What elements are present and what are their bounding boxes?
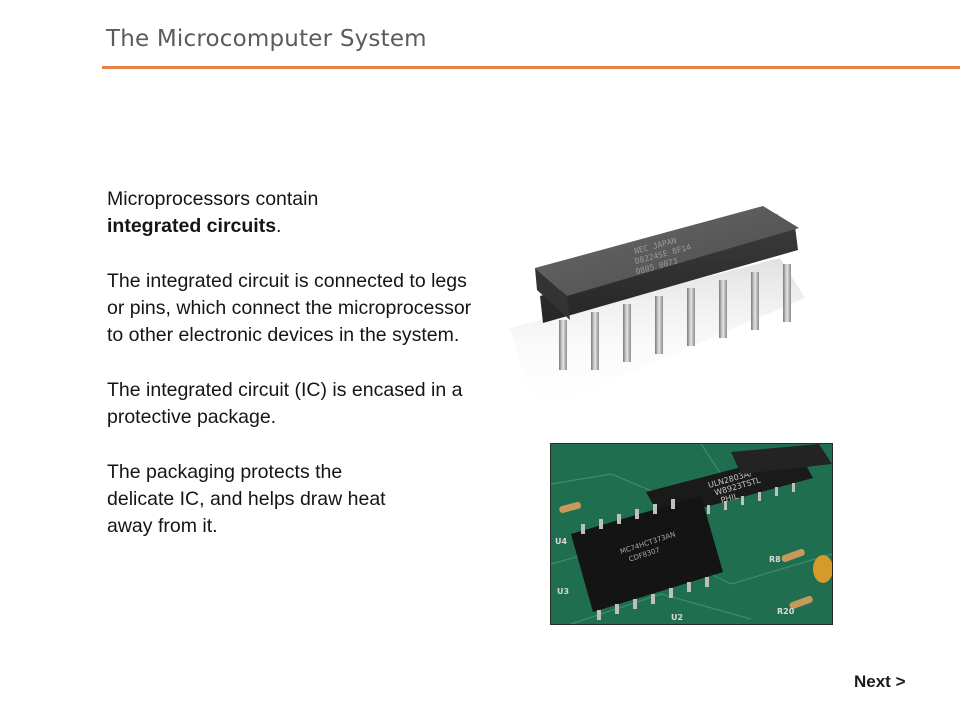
paragraph-package: The integrated circuit (IC) is encased i…	[107, 379, 463, 428]
chip-body-front	[535, 268, 570, 320]
paragraph-heat: The packaging protects the delicate IC, …	[107, 461, 386, 537]
board-resistor	[781, 548, 805, 563]
board-resistor	[789, 595, 813, 610]
board-label-r20: R20	[777, 607, 795, 616]
board-chip-lower: MC74HCT373AN CDF8307	[571, 496, 723, 620]
chip-body-top	[535, 206, 799, 296]
paragraph-pins: The integrated circuit is connected to l…	[107, 270, 472, 346]
title-underline	[102, 66, 960, 69]
chip-front-pins	[559, 264, 791, 370]
board-label-u4: U4	[555, 537, 567, 546]
circuit-board-photo: ULN2803A/ W8923TSTL PHIL MC74HCT373AN CD…	[550, 443, 833, 625]
board-label-u3: U3	[557, 587, 569, 596]
board-capacitor	[813, 555, 832, 583]
paragraph-intro: Microprocessors contain integrated circu…	[107, 186, 487, 240]
board-resistor	[559, 501, 581, 514]
chip-photo: NEC JAPAN D8224SE 8F14 0805 0073	[510, 206, 805, 413]
intro-bold-text: integrated circuits	[107, 215, 277, 237]
page-title: The Microcomputer System	[106, 26, 427, 52]
intro-period: .	[276, 215, 282, 237]
body-text: Microprocessors contain integrated circu…	[107, 186, 487, 568]
next-button[interactable]: Next >	[854, 672, 906, 691]
intro-text: Microprocessors contain	[107, 188, 319, 210]
board-label-u2: U2	[671, 613, 683, 622]
board-label-r8: R8	[769, 555, 781, 564]
board-chip-far	[731, 444, 832, 474]
chip-body-side	[540, 226, 798, 323]
